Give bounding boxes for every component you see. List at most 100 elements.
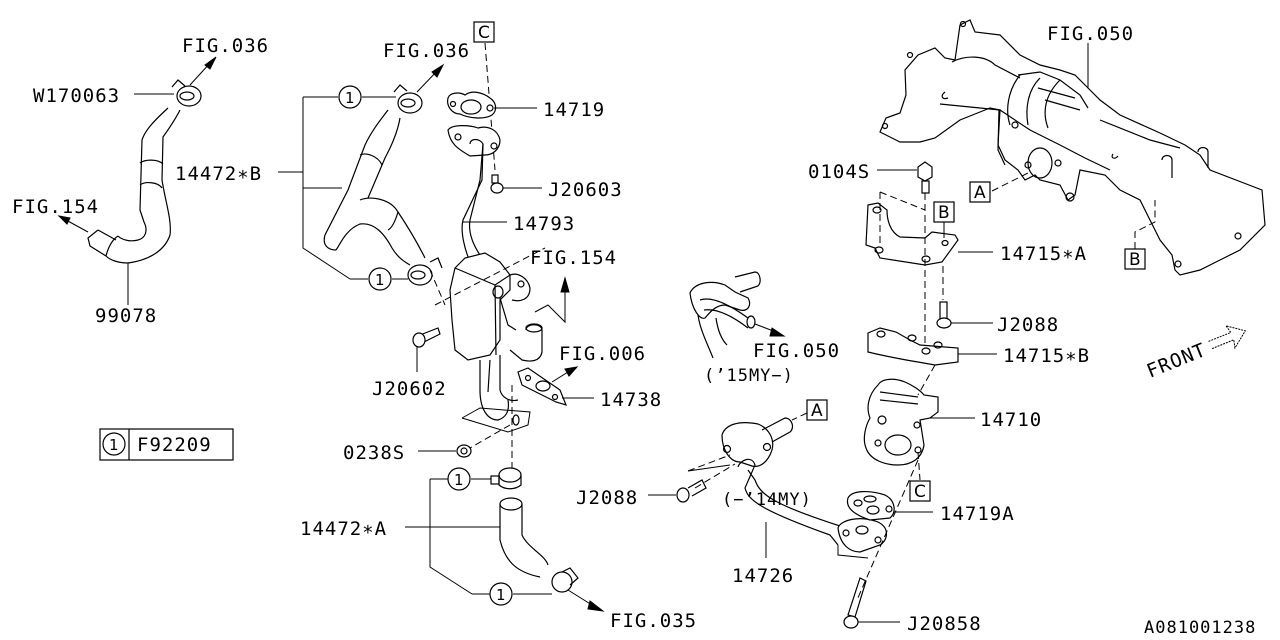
part-label-w170063[interactable]: W170063 (33, 85, 120, 107)
hose-14472a[interactable] (499, 497, 549, 578)
dashed-line-c-valve (917, 451, 921, 481)
dashed-line-b-manifold (1134, 200, 1156, 249)
part-label-14472a[interactable]: 14472∗A (300, 518, 387, 540)
callout-clamp-1-a-upper[interactable] (447, 467, 471, 491)
part-label-j2088-upper[interactable]: J2088 (997, 314, 1059, 336)
part-label-14793[interactable]: 14793 (513, 213, 575, 235)
hose-99078[interactable] (87, 107, 181, 264)
note-to-14my: (−’14MY) (722, 490, 812, 510)
part-label-j20858[interactable]: J20858 (907, 613, 982, 635)
part-label-14719[interactable]: 14719 (543, 99, 605, 121)
bolt-j20602[interactable] (412, 327, 441, 348)
hose-14472b[interactable] (323, 109, 426, 266)
dashed-line-cooler-2 (429, 269, 446, 306)
bolt-j2088-lower[interactable] (676, 479, 707, 503)
dashed-line-14715a-top (879, 191, 926, 211)
clamp-14472a-upper[interactable] (490, 467, 522, 490)
dashed-line-0238s (469, 424, 511, 449)
part-label-14715b[interactable]: 14715∗B (1003, 345, 1090, 367)
fig-ref-050-manifold[interactable]: FIG.050 (1047, 23, 1134, 45)
legend-clamp-symbol (102, 432, 126, 456)
dashed-line-a-manifold (991, 171, 1031, 192)
callout-clamp-1-lower-text: 1 (375, 271, 385, 289)
marker-b-manifold[interactable]: B (1129, 250, 1141, 270)
clamp-14472b-upper[interactable] (393, 84, 423, 114)
arrow-line-fig006 (551, 371, 569, 383)
bolt-j2088-upper[interactable] (936, 301, 952, 329)
part-label-j20603[interactable]: J20603 (548, 179, 623, 201)
dashed-line-j20858 (856, 459, 919, 601)
part-label-14726[interactable]: 14726 (732, 565, 794, 587)
fig-ref-154-left[interactable]: FIG.154 (12, 196, 99, 218)
legend-part-number[interactable]: F92209 (137, 434, 212, 456)
dashed-line-bracket-valve (917, 364, 936, 396)
front-label: FRONT (1144, 339, 1210, 383)
arrowhead-fig006 (564, 366, 579, 377)
fig-ref-154-center[interactable]: FIG.154 (530, 247, 617, 269)
egr-valve-14710[interactable] (863, 378, 939, 466)
fig-ref-050-pipe[interactable]: FIG.050 (753, 340, 840, 362)
egr-cooler[interactable] (449, 252, 543, 421)
pipe-14793[interactable] (447, 125, 501, 263)
part-label-14738[interactable]: 14738 (600, 389, 662, 411)
part-label-j20602[interactable]: J20602 (372, 378, 447, 400)
front-arrow-icon (1208, 324, 1247, 350)
bracket-14472a (429, 479, 473, 595)
callout-clamp-1-upper-text: 1 (345, 89, 355, 107)
gasket-14719a[interactable] (846, 491, 895, 521)
marker-c-top[interactable]: C (478, 23, 490, 43)
fig-ref-006[interactable]: FIG.006 (559, 343, 646, 365)
part-label-14715a[interactable]: 14715∗A (1000, 243, 1087, 265)
bolt-j20858[interactable] (843, 577, 867, 629)
marker-a-manifold[interactable]: A (974, 183, 986, 203)
part-label-j2088-lower[interactable]: J2088 (576, 487, 638, 509)
nut-0238s[interactable] (456, 444, 472, 458)
flange-hole (512, 414, 520, 426)
callout-clamp-1-lower[interactable] (368, 267, 392, 291)
pipe-14726[interactable] (721, 417, 888, 559)
arrowhead-fig154-left (57, 215, 71, 225)
part-label-99078[interactable]: 99078 (95, 305, 157, 327)
clamp-14472a-lower[interactable] (551, 567, 579, 593)
marker-a-manifold-box (969, 181, 991, 203)
dashed-line-j2088-lower-1 (687, 454, 731, 472)
arrowhead-fig036-left (204, 56, 217, 70)
bracket-14715b[interactable] (867, 327, 959, 366)
marker-c-valve[interactable]: C (914, 482, 926, 502)
arrowhead-fig036-center (431, 63, 445, 78)
arrowhead-fig050-pipe (769, 327, 786, 337)
part-label-0104s[interactable]: 0104S (808, 161, 870, 183)
dashed-line-a-pipe (791, 412, 808, 421)
pipe-15my[interactable] (689, 271, 761, 359)
marker-a-pipe[interactable]: A (811, 401, 823, 421)
bracket-14472b (302, 97, 351, 280)
marker-b-bracket[interactable]: B (938, 203, 950, 223)
arrow-line-fig154-center (534, 290, 566, 324)
note-from-15my: (’15MY−) (704, 366, 794, 386)
fig-ref-036-center[interactable]: FIG.036 (383, 40, 470, 62)
bolt-j20603[interactable] (490, 174, 504, 194)
bracket-14715a[interactable] (865, 202, 959, 266)
arrow-line-fig035 (567, 589, 593, 606)
callout-clamp-1-a-lower[interactable] (489, 582, 513, 606)
clamp-w170063[interactable] (171, 79, 202, 107)
cooler-mount-flange (461, 407, 531, 433)
clamp-14472b-lower[interactable] (407, 257, 443, 286)
marker-a-pipe-box (806, 399, 828, 421)
callout-clamp-1-upper[interactable] (338, 85, 362, 109)
marker-c-top-box (473, 21, 495, 43)
marker-c-valve-box (909, 480, 931, 502)
fig-ref-035[interactable]: FIG.035 (610, 610, 697, 632)
dashed-triangle-edge (687, 464, 731, 472)
arrowhead-fig035 (587, 600, 605, 612)
part-label-14710[interactable]: 14710 (980, 409, 1042, 431)
bolt-0104s[interactable] (917, 161, 933, 194)
intake-manifold[interactable] (879, 19, 1266, 276)
gasket-14738[interactable] (517, 367, 568, 406)
part-label-14719a[interactable]: 14719A (940, 503, 1015, 525)
fig-ref-036-left[interactable]: FIG.036 (182, 35, 269, 57)
gasket-14719[interactable] (447, 91, 497, 119)
part-label-0238s[interactable]: 0238S (343, 442, 405, 464)
part-label-14472b[interactable]: 14472∗B (175, 163, 262, 185)
